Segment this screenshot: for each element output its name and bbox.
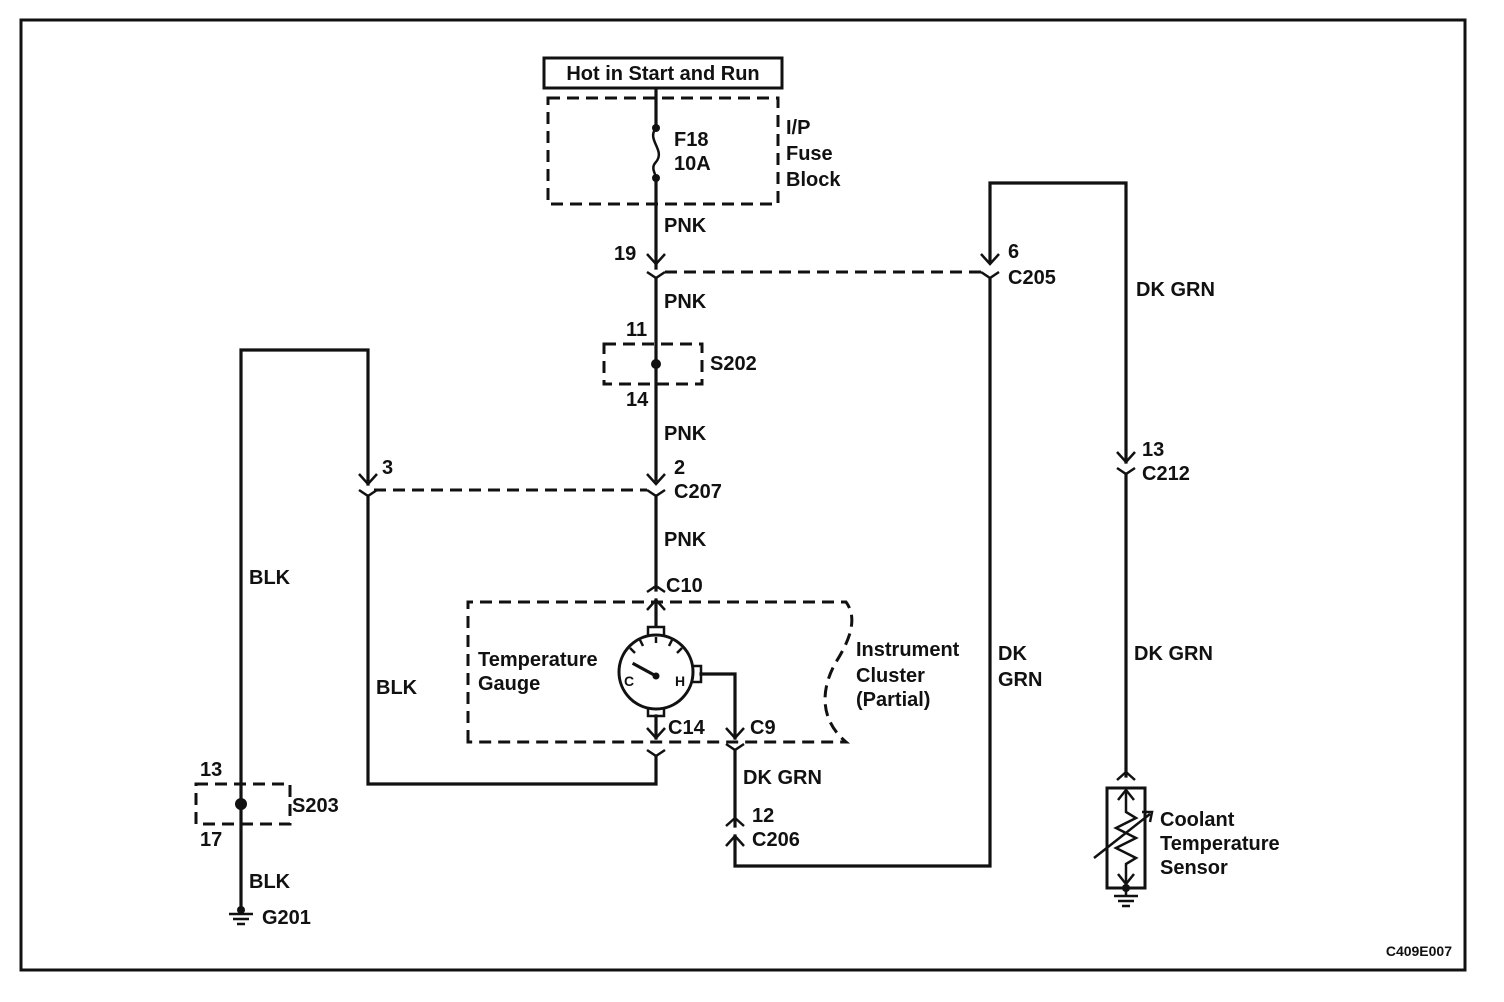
c212-pin: 13 [1142, 439, 1164, 461]
connector-arrow-c207-pnk [646, 473, 666, 486]
s202-splice-dot [651, 359, 661, 369]
c205-pin: 6 [1008, 241, 1019, 263]
sensor-ground-icon [1114, 888, 1138, 908]
s202-pin-in: 11 [626, 319, 647, 341]
wire-color-dkgrn-split-1: DK [998, 643, 1027, 665]
fuse-block-outline [546, 96, 780, 206]
sensor-arrow-in [1117, 787, 1135, 801]
wire-color-pnk-2: PNK [664, 291, 707, 313]
connector-caret-c10 [646, 584, 666, 594]
connector-arrow-c212 [1116, 451, 1136, 464]
temperature-gauge-icon [617, 633, 695, 711]
ground-label: G201 [262, 907, 311, 929]
cluster-label-3: (Partial) [856, 689, 930, 711]
c212-label: C212 [1142, 463, 1190, 485]
connector-arrow-pin19 [646, 253, 666, 266]
c9-label: C9 [750, 717, 776, 739]
s203-pin-in: 13 [200, 759, 222, 781]
dkgrn-wire-c206-to-c205 [733, 278, 992, 868]
c14-label: C14 [668, 717, 706, 739]
gauge-cold-label: C [624, 673, 634, 689]
sensor-label-1: Coolant [1160, 809, 1235, 831]
c10-label: C10 [666, 575, 703, 597]
fuse-block-label-2: Fuse [786, 143, 833, 165]
power-source-box [542, 56, 784, 90]
s203-pin-out: 17 [200, 829, 222, 851]
c205-label: C205 [1008, 267, 1056, 289]
gauge-to-c9-wire [699, 672, 737, 740]
connector-arrow-c205 [980, 253, 1000, 266]
s203-splice-box [194, 782, 292, 826]
connector-caret-c206 [725, 816, 745, 827]
gauge-pivot [652, 672, 660, 680]
cluster-label-2: Cluster [856, 665, 925, 687]
connector-v-c207-blk [358, 488, 378, 498]
c206-pin: 12 [752, 805, 774, 827]
sensor-label-2: Temperature [1160, 833, 1280, 855]
fuse-block-label-1: I/P [786, 117, 810, 139]
blk-wire-c207-to-s203 [239, 348, 370, 806]
fuse-rating: 10A [674, 153, 711, 175]
wire-color-blk-2: BLK [249, 567, 291, 589]
wire-color-pnk-3: PNK [664, 423, 707, 445]
blk-wire-c14-to-c207 [366, 494, 658, 786]
thermistor-icon [1113, 792, 1139, 882]
c207-label: C207 [674, 481, 722, 503]
pin-19: 19 [614, 243, 636, 265]
dkgrn-wire-c205-to-c212 [988, 181, 1128, 464]
connector-arrow-c14 [646, 727, 666, 740]
power-source-label: Hot in Start and Run [566, 63, 759, 85]
ground-dot [237, 906, 245, 914]
wire-color-dkgrn-3: DK GRN [1134, 643, 1213, 665]
sensor-label-3: Sensor [1160, 857, 1228, 879]
s203-label: S203 [292, 795, 339, 817]
wire-color-pnk-4: PNK [664, 529, 707, 551]
wire-color-dkgrn-1: DK GRN [743, 767, 822, 789]
diagram-frame [19, 18, 1467, 972]
wire-color-blk-1: BLK [376, 677, 418, 699]
connector-caret-sensor [1116, 770, 1136, 781]
s202-label: S202 [710, 353, 757, 375]
ground-icon [229, 912, 253, 926]
wire-color-dkgrn-split-2: GRN [998, 669, 1042, 691]
gauge-label-1: Temperature [478, 649, 598, 671]
gauge-label-2: Gauge [478, 673, 540, 695]
gauge-hot-label: H [675, 673, 685, 689]
fuse-id: F18 [674, 129, 708, 151]
fuse-block-label-3: Block [786, 169, 841, 191]
c207-pin-pnk: 2 [674, 457, 685, 479]
thermistor-variable-arrow-icon [1093, 810, 1154, 859]
wire-color-pnk-1: PNK [664, 215, 707, 237]
fuse-element-icon [651, 127, 661, 179]
c206-label: C206 [752, 829, 800, 851]
wire-color-dkgrn-2: DK GRN [1136, 279, 1215, 301]
s202-pin-out: 14 [626, 389, 649, 411]
figure-id: C409E007 [1386, 943, 1452, 959]
cluster-label-1: Instrument [856, 639, 960, 661]
c207-pin-blk: 3 [382, 457, 393, 479]
connector-v-c205 [980, 270, 1000, 280]
s202-splice-box [602, 342, 704, 386]
instrument-cluster-outline [466, 600, 854, 744]
wire-color-blk-3: BLK [249, 871, 291, 893]
gauge-ticks [629, 637, 683, 654]
gauge-needle-icon [631, 661, 659, 679]
connector-arrow-c9 [725, 727, 745, 740]
